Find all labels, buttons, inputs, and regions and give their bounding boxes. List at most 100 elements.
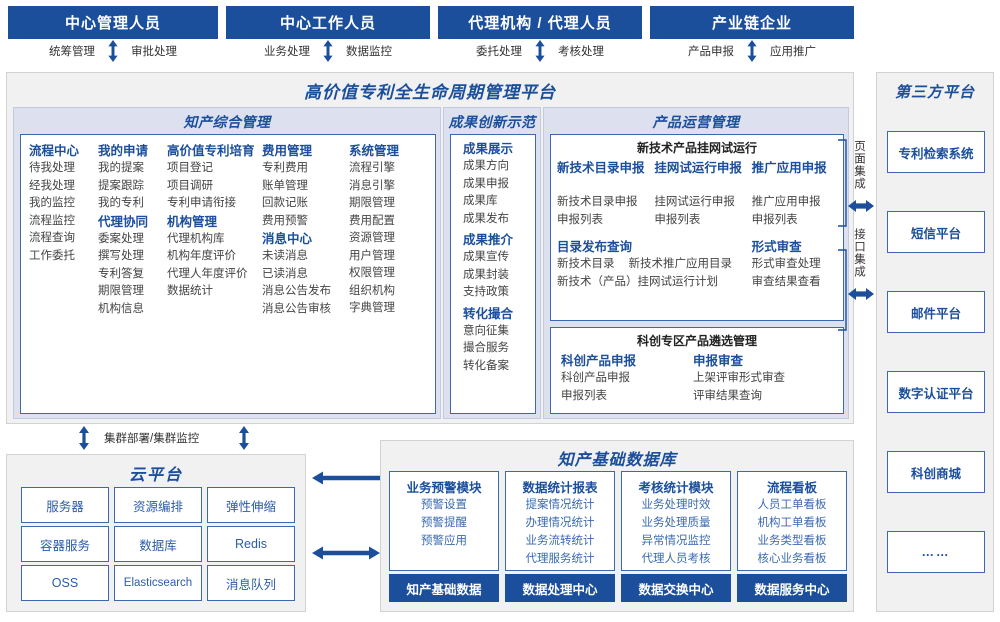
cloud-cell-autoscale[interactable]: 弹性伸缩 xyxy=(207,487,295,523)
db-item[interactable]: 代理人员考核 xyxy=(641,553,711,565)
group-item[interactable]: 待我处理 xyxy=(29,162,75,174)
group-item[interactable]: 成果发布 xyxy=(463,212,509,225)
db-item[interactable]: 核心业务看板 xyxy=(757,553,827,565)
db-item[interactable]: 异常情况监控 xyxy=(641,535,711,547)
group-item[interactable]: 申报列表 xyxy=(557,213,603,226)
cloud-cell-server[interactable]: 服务器 xyxy=(21,487,109,523)
group-item[interactable]: 成果库 xyxy=(463,195,498,207)
cloud-cell-orchestration[interactable]: 资源编排 xyxy=(114,487,202,523)
group-item[interactable]: 消息公告发布 xyxy=(262,285,331,297)
group-item[interactable]: 支持政策 xyxy=(463,286,509,298)
db-item[interactable]: 业务类型看板 xyxy=(757,535,827,547)
third-party-item-1[interactable]: 短信平台 xyxy=(887,211,985,253)
group-item[interactable]: 经我处理 xyxy=(29,179,75,192)
third-party-item-5[interactable]: …… xyxy=(887,531,985,573)
group-item[interactable]: 申报列表 xyxy=(654,213,701,226)
db-item[interactable]: 预警设置 xyxy=(421,499,467,511)
group-item[interactable]: 成果宣传 xyxy=(463,251,509,263)
group-item[interactable]: 消息公告审核 xyxy=(262,302,331,315)
db-item[interactable]: 业务处理时效 xyxy=(641,499,711,511)
group-item[interactable]: 委案处理 xyxy=(98,232,144,245)
group-item[interactable]: 机构年度评价 xyxy=(167,250,236,262)
group-item[interactable]: 字典管理 xyxy=(349,302,395,314)
third-party-item-4[interactable]: 科创商城 xyxy=(887,451,985,493)
group-item[interactable]: 回款记账 xyxy=(262,197,308,209)
group-item[interactable]: 权限管理 xyxy=(349,267,395,279)
group-item[interactable]: 上架评审形式审查 xyxy=(693,372,785,384)
db-footer[interactable]: 数据处理中心 xyxy=(505,574,615,602)
group-item[interactable]: 我的专利 xyxy=(98,197,144,209)
group-item[interactable]: 代理机构库 xyxy=(167,232,225,245)
group-item[interactable]: 新技术（产品）挂网试运行计划 xyxy=(557,275,718,288)
db-footer[interactable]: 数据交换中心 xyxy=(621,574,731,602)
group-item[interactable]: 成果申报 xyxy=(463,177,509,190)
group-item[interactable]: 撮合服务 xyxy=(463,342,509,354)
group-item[interactable]: 资源管理 xyxy=(349,232,395,244)
group-item[interactable]: 成果封装 xyxy=(463,268,509,281)
db-footer[interactable]: 知产基础数据 xyxy=(389,574,499,602)
group-item[interactable]: 意向征集 xyxy=(463,324,509,337)
third-party-item-0[interactable]: 专利检索系统 xyxy=(887,131,985,173)
group-item[interactable]: 工作委托 xyxy=(29,249,75,262)
group-item[interactable]: 已读消息 xyxy=(262,267,308,280)
group-item[interactable]: 机构信息 xyxy=(98,302,144,315)
group-item[interactable]: 申报列表 xyxy=(561,389,607,402)
db-item[interactable]: 办理情况统计 xyxy=(525,517,595,529)
third-party-item-3[interactable]: 数字认证平台 xyxy=(887,371,985,413)
group-item[interactable]: 消息引擎 xyxy=(349,179,395,192)
role-card-0[interactable]: 中心管理人员 统筹管理 审批处理 xyxy=(8,6,218,63)
role-card-3[interactable]: 产业链企业 产品申报 应用推广 xyxy=(650,6,854,63)
db-footer[interactable]: 数据服务中心 xyxy=(737,574,847,602)
group-item[interactable]: 组织机构 xyxy=(349,284,395,297)
role-card-1[interactable]: 中心工作人员 业务处理 数据监控 xyxy=(226,6,430,63)
role-card-2[interactable]: 代理机构 / 代理人员 委托处理 考核处理 xyxy=(438,6,642,63)
db-item[interactable]: 预警提醒 xyxy=(421,517,467,529)
cloud-cell-redis[interactable]: Redis xyxy=(207,526,295,562)
cloud-cell-oss[interactable]: OSS xyxy=(21,565,109,601)
group-item[interactable]: 费用配置 xyxy=(349,214,395,227)
db-item[interactable]: 提案情况统计 xyxy=(525,499,595,511)
group-item[interactable]: 我的提案 xyxy=(98,162,144,174)
group-item[interactable]: 专利申请衔接 xyxy=(167,197,236,209)
db-item[interactable]: 人员工单看板 xyxy=(757,499,827,511)
cloud-cell-database[interactable]: 数据库 xyxy=(114,526,202,562)
db-item[interactable]: 代理服务统计 xyxy=(525,553,595,565)
group-item[interactable]: 流程引擎 xyxy=(349,162,395,174)
group-item[interactable]: 期限管理 xyxy=(349,197,395,209)
group-item[interactable]: 项目登记 xyxy=(167,162,213,174)
group-item[interactable]: 评审结果查询 xyxy=(693,389,762,402)
group-item[interactable]: 专利费用 xyxy=(262,162,308,174)
group-item[interactable]: 代理人年度评价 xyxy=(167,267,248,280)
group-item[interactable]: 审查结果查看 xyxy=(751,275,821,288)
group-item[interactable]: 流程监控 xyxy=(29,214,75,227)
group-item[interactable]: 撰写处理 xyxy=(98,250,144,262)
group-item[interactable]: 未读消息 xyxy=(262,250,308,262)
group-item[interactable]: 费用预警 xyxy=(262,214,308,227)
group-item[interactable]: 账单管理 xyxy=(262,179,308,192)
db-item[interactable]: 业务处理质量 xyxy=(641,517,711,529)
group-item[interactable]: 项目调研 xyxy=(167,179,213,192)
group-item[interactable]: 成果方向 xyxy=(463,160,509,172)
group-item[interactable]: 新技术推广应用目录 xyxy=(628,258,733,270)
group-item[interactable]: 期限管理 xyxy=(98,285,144,297)
group-item[interactable]: 新技术目录 xyxy=(557,258,615,270)
group-item[interactable]: 转化备案 xyxy=(463,359,509,372)
group-item[interactable]: 挂网试运行申报 xyxy=(654,196,735,208)
group-item[interactable]: 用户管理 xyxy=(349,249,395,262)
cloud-cell-container[interactable]: 容器服务 xyxy=(21,526,109,562)
db-item[interactable]: 预警应用 xyxy=(421,535,467,547)
group-item[interactable]: 申报列表 xyxy=(751,213,798,226)
group-item[interactable]: 新技术目录申报 xyxy=(557,196,638,208)
group-item[interactable]: 流程查询 xyxy=(29,232,75,244)
group-item[interactable]: 推广应用申报 xyxy=(751,196,821,208)
group-item[interactable]: 形式审查处理 xyxy=(751,258,821,270)
cloud-cell-elasticsearch[interactable]: Elasticsearch xyxy=(114,565,202,601)
third-party-item-2[interactable]: 邮件平台 xyxy=(887,291,985,333)
group-item[interactable]: 数据统计 xyxy=(167,285,213,297)
cloud-cell-mq[interactable]: 消息队列 xyxy=(207,565,295,601)
group-item[interactable]: 科创产品申报 xyxy=(561,372,630,384)
group-item[interactable]: 提案跟踪 xyxy=(98,179,144,192)
db-item[interactable]: 机构工单看板 xyxy=(757,517,827,529)
group-item[interactable]: 我的监控 xyxy=(29,197,75,209)
group-item[interactable]: 专利答复 xyxy=(98,267,144,280)
